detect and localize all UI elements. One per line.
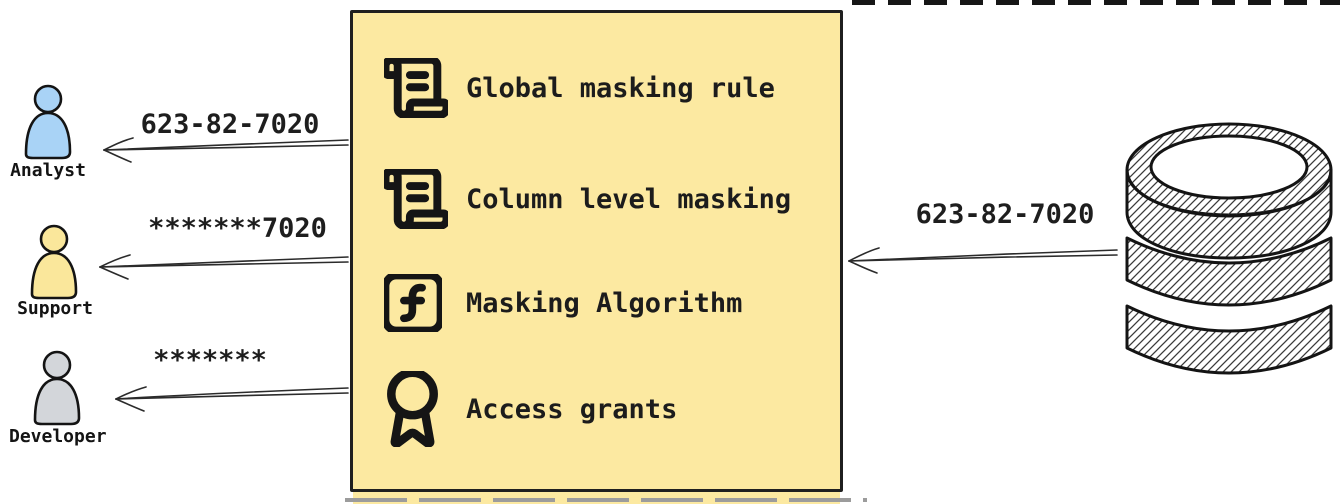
box-row-access-grants: Access grants (384, 371, 677, 447)
box-item-label: Masking Algorithm (466, 287, 743, 319)
arrow-box-to-analyst (103, 137, 349, 163)
support-masked-value: *******7020 (148, 213, 327, 244)
developer-label: Developer (9, 426, 107, 447)
box-item-label: Access grants (466, 393, 678, 425)
box-row-masking-algorithm: Masking Algorithm (384, 265, 742, 341)
box-row-global-masking-rule: Global masking rule (384, 50, 775, 126)
analyst-masked-value: 623-82-7020 (140, 109, 320, 140)
top-dashed-line (852, 0, 1340, 5)
box-row-column-level-masking: Column level masking (384, 161, 791, 237)
box-item-label: Column level masking (466, 183, 792, 215)
developer-masked-value: ******* (153, 345, 267, 376)
arrow-database-to-box (848, 247, 1118, 274)
scroll-icon (384, 58, 448, 118)
box-item-label: Global masking rule (466, 72, 775, 104)
arrow-box-to-developer (115, 386, 349, 412)
database-icon (1125, 122, 1333, 375)
support-label: Support (17, 298, 93, 319)
analyst-avatar-icon (24, 84, 72, 160)
support-avatar-icon (30, 224, 78, 300)
database-outgoing-value: 623-82-7020 (915, 199, 1095, 230)
developer-avatar-icon (33, 350, 81, 426)
award-icon (384, 371, 448, 447)
masking-rules-box: Global masking rule Column level masking… (350, 10, 843, 492)
analyst-label: Analyst (10, 160, 86, 181)
arrow-box-to-support (99, 254, 349, 280)
scroll-icon (384, 169, 448, 229)
function-square-icon (384, 274, 448, 332)
bottom-dashed-line (345, 498, 867, 502)
